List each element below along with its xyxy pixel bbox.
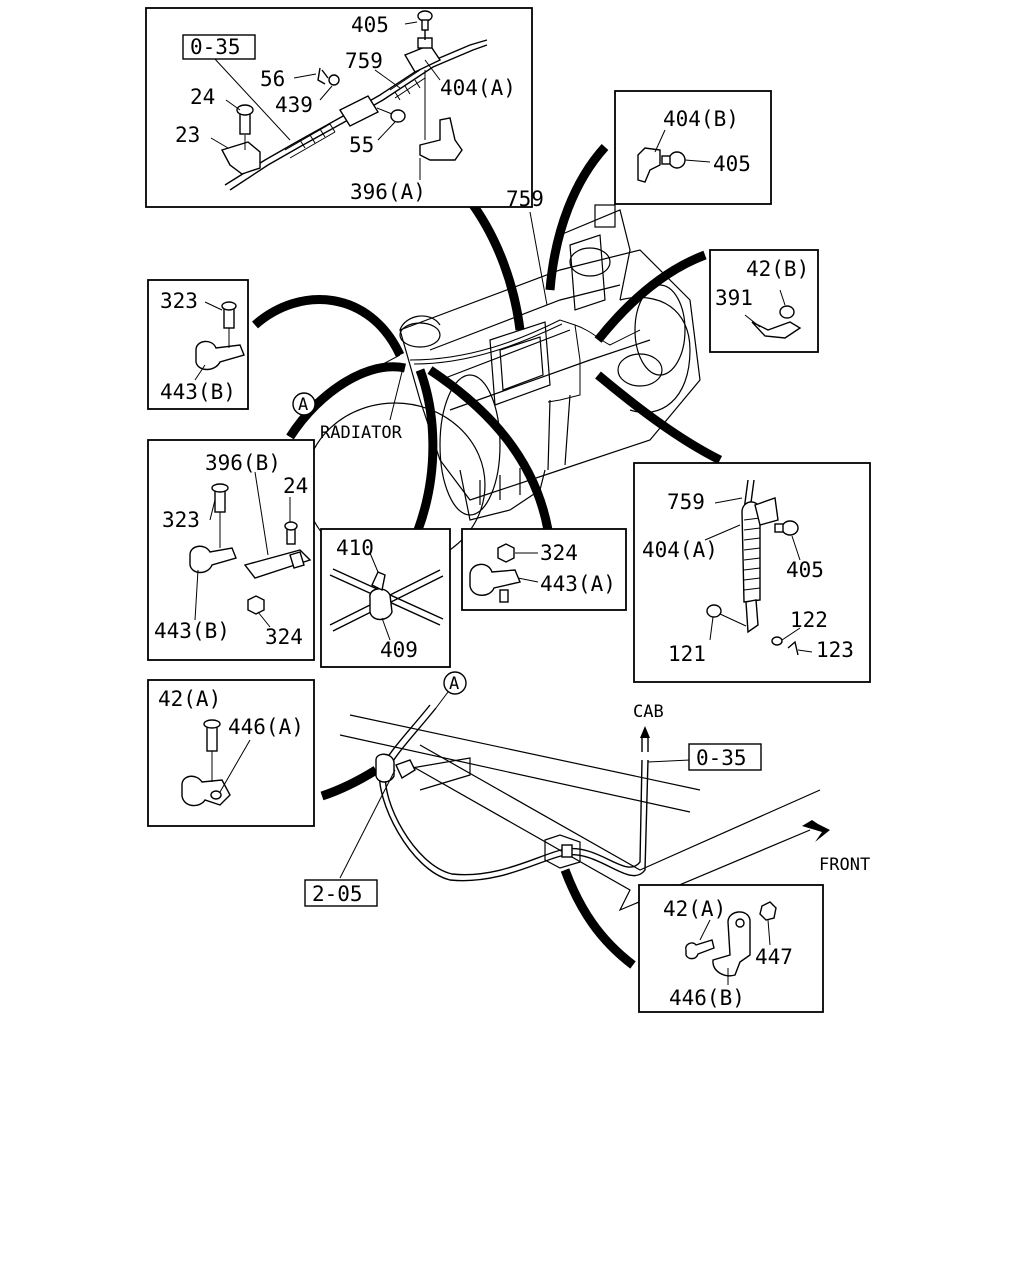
label-b-205: 2-05 — [312, 882, 363, 906]
label-top-404a: 404(A) — [440, 76, 516, 100]
label-b-035-box — [688, 743, 762, 771]
label-top-759: 759 — [345, 49, 383, 73]
label-top-24: 24 — [190, 85, 215, 109]
label-ml-443b: 443(B) — [154, 619, 230, 643]
label-c-410: 410 — [336, 536, 374, 560]
label-r-391: 391 — [715, 286, 753, 310]
detail-box-center — [320, 528, 451, 668]
label-ml-324: 324 — [265, 625, 303, 649]
marker-a-circle — [292, 392, 316, 416]
label-bl-446a: 446(A) — [228, 715, 304, 739]
detail-box-mid-left — [147, 439, 315, 661]
label-rd-121: 121 — [668, 642, 706, 666]
label-l-443b: 443(B) — [160, 380, 236, 404]
label-c-409: 409 — [380, 638, 418, 662]
label-marker-a2: A — [449, 674, 459, 694]
label-cab: CAB — [633, 702, 664, 722]
engine-illustration — [304, 204, 701, 568]
label-mid-759: 759 — [506, 187, 544, 211]
label-top-56: 56 — [260, 67, 285, 91]
label-l-323: 323 — [160, 289, 198, 313]
label-tr-404b: 404(B) — [663, 107, 739, 131]
label-radiator: RADIATOR — [320, 423, 403, 443]
label-top-55: 55 — [349, 133, 374, 157]
detail-box-top — [145, 7, 533, 208]
label-rd-122: 122 — [790, 608, 828, 632]
detail-box-left — [147, 279, 249, 410]
label-tr-405: 405 — [713, 152, 751, 176]
label-top-23: 23 — [175, 123, 200, 147]
label-rd-123: 123 — [816, 638, 854, 662]
chassis-illustration — [339, 691, 830, 912]
label-br-447: 447 — [755, 945, 793, 969]
label-top-396a: 396(A) — [350, 180, 426, 204]
label-top-405: 405 — [351, 13, 389, 37]
detail-box-right-detail — [633, 462, 871, 683]
label-rd-759: 759 — [667, 490, 705, 514]
detail-box-center-right — [461, 528, 627, 611]
label-rd-404a: 404(A) — [642, 538, 718, 562]
detail-box-top-right — [614, 90, 772, 205]
label-bl-42a: 42(A) — [158, 687, 221, 711]
label-r-42b: 42(B) — [746, 257, 809, 281]
marker-a2-circle — [443, 671, 467, 695]
label-b-035: 0-35 — [696, 746, 747, 770]
label-ml-396b: 396(B) — [205, 451, 281, 475]
label-front: FRONT — [819, 855, 870, 875]
label-top-439: 439 — [275, 93, 313, 117]
label-rd-405: 405 — [786, 558, 824, 582]
detail-box-bottom-right — [638, 884, 824, 1013]
detail-box-right — [709, 249, 819, 353]
detail-box-bottom-left — [147, 679, 315, 827]
leader-arcs — [252, 143, 723, 969]
label-ml-323: 323 — [162, 508, 200, 532]
label-marker-a1: A — [298, 395, 308, 415]
label-cr-443a: 443(A) — [540, 572, 616, 596]
label-b-205-box — [304, 879, 378, 907]
label-cr-324: 324 — [540, 541, 578, 565]
label-ml-24: 24 — [283, 474, 308, 498]
label-br-446b: 446(B) — [669, 986, 745, 1010]
label-br-42a: 42(A) — [663, 897, 726, 921]
label-top-0-35: 0-35 — [190, 35, 241, 59]
